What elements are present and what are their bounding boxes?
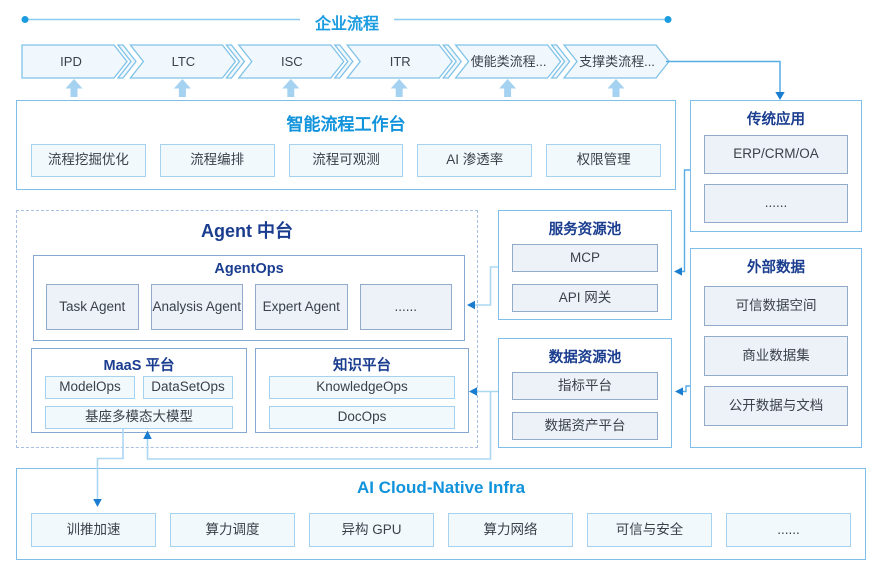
list-item: KnowledgeOps [269,376,455,399]
list-item: 数据资产平台 [512,412,658,440]
up-arrow-icon [390,79,408,97]
infra-items: 训推加速算力调度异构 GPU 算力网络可信与安全...... [31,513,851,547]
section-external-data: 外部数据 可信数据空间商业数据集公开数据与文档 [690,248,862,448]
connector-legacy-to-service-pool [681,169,690,273]
list-item: 可信数据空间 [704,286,848,326]
chevron-LTC [129,44,237,79]
list-item: MCP [512,244,658,272]
service-pool-title: 服务资源池 [548,222,622,238]
data-pool-items: 指标平台数据资产平台 [512,372,658,440]
up-arrow-icon [173,79,191,97]
external-data-items: 可信数据空间商业数据集公开数据与文档 [704,286,848,426]
section-legacy-apps: 传统应用 ERP/CRM/OA...... [690,100,862,232]
list-item: 公开数据与文档 [704,386,848,426]
connector-chevron-to-legacy [666,60,781,92]
list-item: ERP/CRM/OA [704,135,848,174]
data-pool-title: 数据资源池 [548,350,622,366]
list-item: 权限管理 [546,144,661,177]
workbench-items: 流程挖掘优化流程编排流程可观测 AI 渗透率权限管理 [31,144,661,177]
list-item: 指标平台 [512,372,658,400]
chevron-IPD [21,44,128,79]
list-item: 训推加速 [31,513,156,547]
list-item: ...... [359,284,452,330]
list-item: ...... [704,184,848,223]
connector-external-to-data-pool [682,385,690,393]
chevron-separator [550,44,571,79]
chevron-label: LTC [172,54,196,69]
chevron-separator [333,44,354,79]
list-item: Expert Agent [255,284,348,330]
chevron-separator [116,44,137,79]
enterprise-process-strip: IPD LTC ISC ITR 使能类流程... 支撑类流程... [21,16,672,97]
list-item: 算力调度 [170,513,295,547]
maas-title: MaaS 平台 [103,358,175,374]
arrowhead-down-legacy [775,92,785,100]
list-item: 异构 GPU [309,513,434,547]
chevron-ISC [237,44,345,79]
up-arrow-icon [499,79,517,97]
chevron-separator [225,44,246,79]
line-dot-left [21,16,29,23]
subsection-maas-platform: MaaS 平台 ModelOps DataSetOps 基座多模态大模型 [31,348,247,433]
knowledge-title: 知识平台 [333,358,391,374]
arrowhead-left-service-pool [674,267,682,276]
chevron-label: IPD [60,54,82,69]
external-data-title: 外部数据 [747,260,805,276]
legacy-title: 传统应用 [747,112,805,128]
section-ai-cloud-native-infra: AI Cloud-Native Infra 训推加速算力调度异构 GPU 算力网络… [16,468,866,560]
list-item: ModelOps [45,376,135,399]
chevron- [454,44,562,79]
maas-row-items: ModelOps DataSetOps [45,376,233,399]
up-arrow-icon [65,79,83,97]
service-pool-items: MCP API 网关 [512,244,658,312]
section-process-workbench: 智能流程工作台 流程挖掘优化流程编排流程可观测 AI 渗透率权限管理 [16,100,676,190]
agentops-title: AgentOps [214,261,284,277]
legacy-items: ERP/CRM/OA...... [704,135,848,223]
arrowhead-left-data-pool [675,387,683,396]
list-item: 流程编排 [159,144,275,177]
list-item: API 网关 [512,284,658,312]
chevron- [562,44,670,79]
list-item: 商业数据集 [704,336,848,376]
chevron-label: 支撑类流程... [579,54,655,69]
workbench-title: 智能流程工作台 [286,115,406,134]
up-arrow-icon [282,79,300,97]
list-item: ...... [726,513,851,547]
list-item: Analysis Agent [150,284,243,330]
foundation-model-box: 基座多模态大模型 [45,406,233,429]
chevron-label: 使能类流程... [471,54,547,69]
list-item: 流程挖掘优化 [31,144,146,177]
up-arrow-icon [607,79,625,97]
agent-platform-title: Agent 中台 [201,221,293,241]
list-item: 算力网络 [448,513,573,547]
chevron-separator [441,44,463,79]
section-data-pool: 数据资源池 指标平台数据资产平台 [498,338,672,448]
list-item: 流程可观测 [288,144,404,177]
line-dot-right [664,16,672,23]
enterprise-process-label: 企业流程 [314,16,379,33]
section-service-pool: 服务资源池 MCP API 网关 [498,210,672,320]
list-item: AI 渗透率 [417,144,533,177]
chevron-label: ISC [281,54,303,69]
chevron-label: ITR [390,54,411,69]
chevron-ITR [345,44,454,79]
list-item: Task Agent [46,284,139,330]
infra-title: AI Cloud-Native Infra [356,478,526,497]
list-item: DocOps [269,406,455,429]
list-item: 可信与安全 [587,513,712,547]
list-item: DataSetOps [143,376,233,399]
